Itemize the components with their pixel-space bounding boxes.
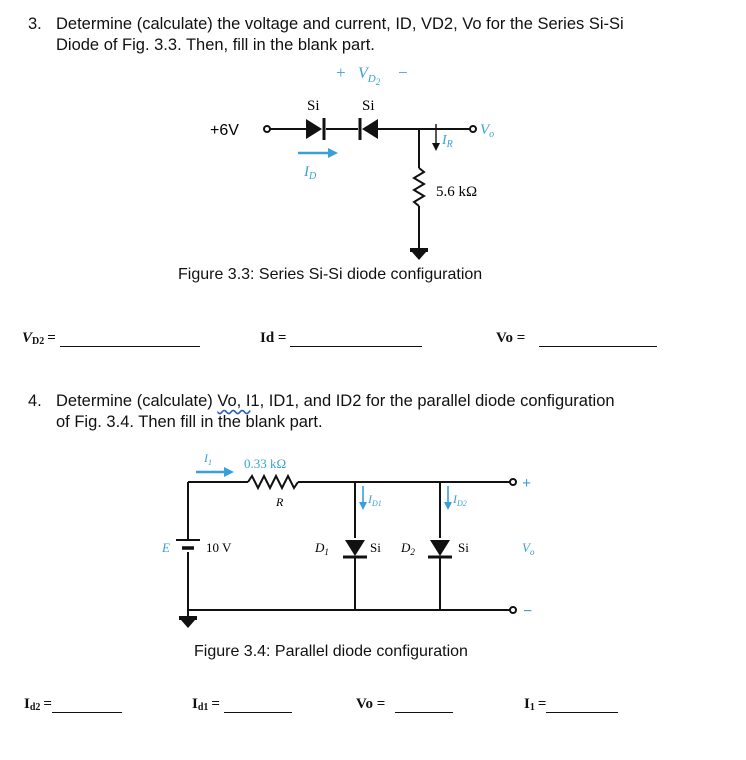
diode-d1-3-4 <box>343 540 367 559</box>
blank-i1-label: I <box>524 696 530 712</box>
question-4-line1-a: Determine (calculate) <box>56 392 218 410</box>
e-label: E <box>161 540 170 555</box>
vd2-plus-sign: + <box>336 63 346 82</box>
blank-id1-label: I <box>192 696 198 712</box>
blank-vo-4-line[interactable] <box>395 700 454 713</box>
resistor-5-6k <box>412 167 426 207</box>
d1-type-label: Si <box>370 540 381 555</box>
vo-label-3-3: Vo <box>480 122 494 140</box>
resistor-value-label: 5.6 kΩ <box>436 184 477 200</box>
question-4-line1-wavy: Vo, I <box>217 392 251 410</box>
blank-i1-sub: 1 <box>529 702 535 713</box>
blank-id-line[interactable] <box>290 334 423 347</box>
resistor-value-label-3-4: 0.33 kΩ <box>244 456 286 471</box>
i1-label: I1 <box>203 451 212 467</box>
blank-vd2-sub: D2 <box>32 336 45 347</box>
question-4: 4. Determine (calculate) Vo, I1, ID1, an… <box>28 391 728 435</box>
question-3-number: 3. <box>28 15 42 33</box>
d2-type-label: Si <box>458 540 469 555</box>
id2-arrow-icon <box>444 502 452 510</box>
blank-vd2-label: V <box>22 330 33 346</box>
d1-si-label: Si <box>307 98 320 114</box>
d2-name-label: D2 <box>400 540 415 557</box>
ground-symbol-3-4 <box>179 616 197 628</box>
resistor-name-label: R <box>275 495 284 509</box>
ir-label: IR <box>441 133 453 150</box>
blank-id2-line[interactable] <box>51 700 122 713</box>
id-label: ID <box>303 164 317 182</box>
id1-label: ID1 <box>367 492 382 508</box>
question-4-number: 4. <box>28 392 42 410</box>
question-4-text: Determine (calculate) Vo, I1, ID1, and I… <box>56 391 736 433</box>
diode-d1-3-3 <box>306 118 326 140</box>
vo-minus-sign: − <box>523 603 532 620</box>
blank-vo-3-line[interactable] <box>539 334 658 347</box>
figure-3-4-caption: Figure 3.4: Parallel diode configuration <box>194 643 468 660</box>
blank-id1-eq: = <box>211 696 220 712</box>
id2-label: ID2 <box>452 492 467 508</box>
source-value-label-3-4: 10 V <box>206 540 232 555</box>
ground-symbol-3-3 <box>410 248 428 260</box>
vd2-label: VD2 <box>358 65 381 87</box>
question-4-line2: of Fig. 3.4. Then fill in the blank part… <box>56 413 323 431</box>
blank-id1-sub: d1 <box>197 702 209 713</box>
battery-e <box>176 539 200 550</box>
source-voltage-label: +6V <box>210 122 239 139</box>
question-3-text: Determine (calculate) the voltage and cu… <box>56 14 706 56</box>
vo-plus-sign: + <box>522 475 531 492</box>
ir-arrow-icon <box>432 143 440 151</box>
blank-vd2-eq: = <box>47 330 56 346</box>
question-3-line1: Determine (calculate) the voltage and cu… <box>56 15 624 33</box>
question-3-line2: Diode of Fig. 3.3. Then, fill in the bla… <box>56 36 375 54</box>
blank-id1-line[interactable] <box>223 700 292 713</box>
blank-i1-line[interactable] <box>546 700 619 713</box>
id1-arrow-icon <box>359 502 367 510</box>
vo-label-3-4: Vo <box>522 540 535 557</box>
d2-si-label: Si <box>362 98 375 114</box>
figure-3-3-caption: Figure 3.3: Series Si-Si diode configura… <box>178 266 483 283</box>
question-3: 3. Determine (calculate) the voltage and… <box>28 14 718 58</box>
vd2-minus-sign: − <box>398 63 408 82</box>
i1-arrow-icon <box>224 467 234 477</box>
blank-vo-4: Vo = <box>356 696 454 713</box>
blank-vo-3-label: Vo = <box>496 330 526 346</box>
blank-id2-eq: = <box>43 696 52 712</box>
blank-id: Id = <box>260 330 423 347</box>
blank-id2-label: I <box>24 696 30 712</box>
diode-d2-3-4 <box>428 540 452 559</box>
vo-plus-terminal <box>509 478 517 486</box>
vo-terminal <box>469 125 477 133</box>
blank-vd2-line[interactable] <box>59 334 200 347</box>
id-arrow-icon <box>328 148 338 158</box>
resistor-r <box>247 473 299 491</box>
blank-i1-eq: = <box>537 696 547 712</box>
vo-minus-terminal <box>509 606 517 614</box>
blank-vo-3: Vo = <box>496 330 658 347</box>
figure-3-3-circuit: + VD2 − Si Si +6V ID IR Vo 5.6 kΩ <box>210 63 494 260</box>
question-4-line1-b: 1, ID1, and ID2 for the parallel diode c… <box>250 392 615 410</box>
diode-d2-3-3 <box>358 118 378 140</box>
d1-name-label: D1 <box>314 540 329 557</box>
blank-vo-4-label: Vo = <box>356 696 386 712</box>
blank-id2-sub: d2 <box>29 702 41 713</box>
blank-id-label: Id = <box>260 330 287 346</box>
